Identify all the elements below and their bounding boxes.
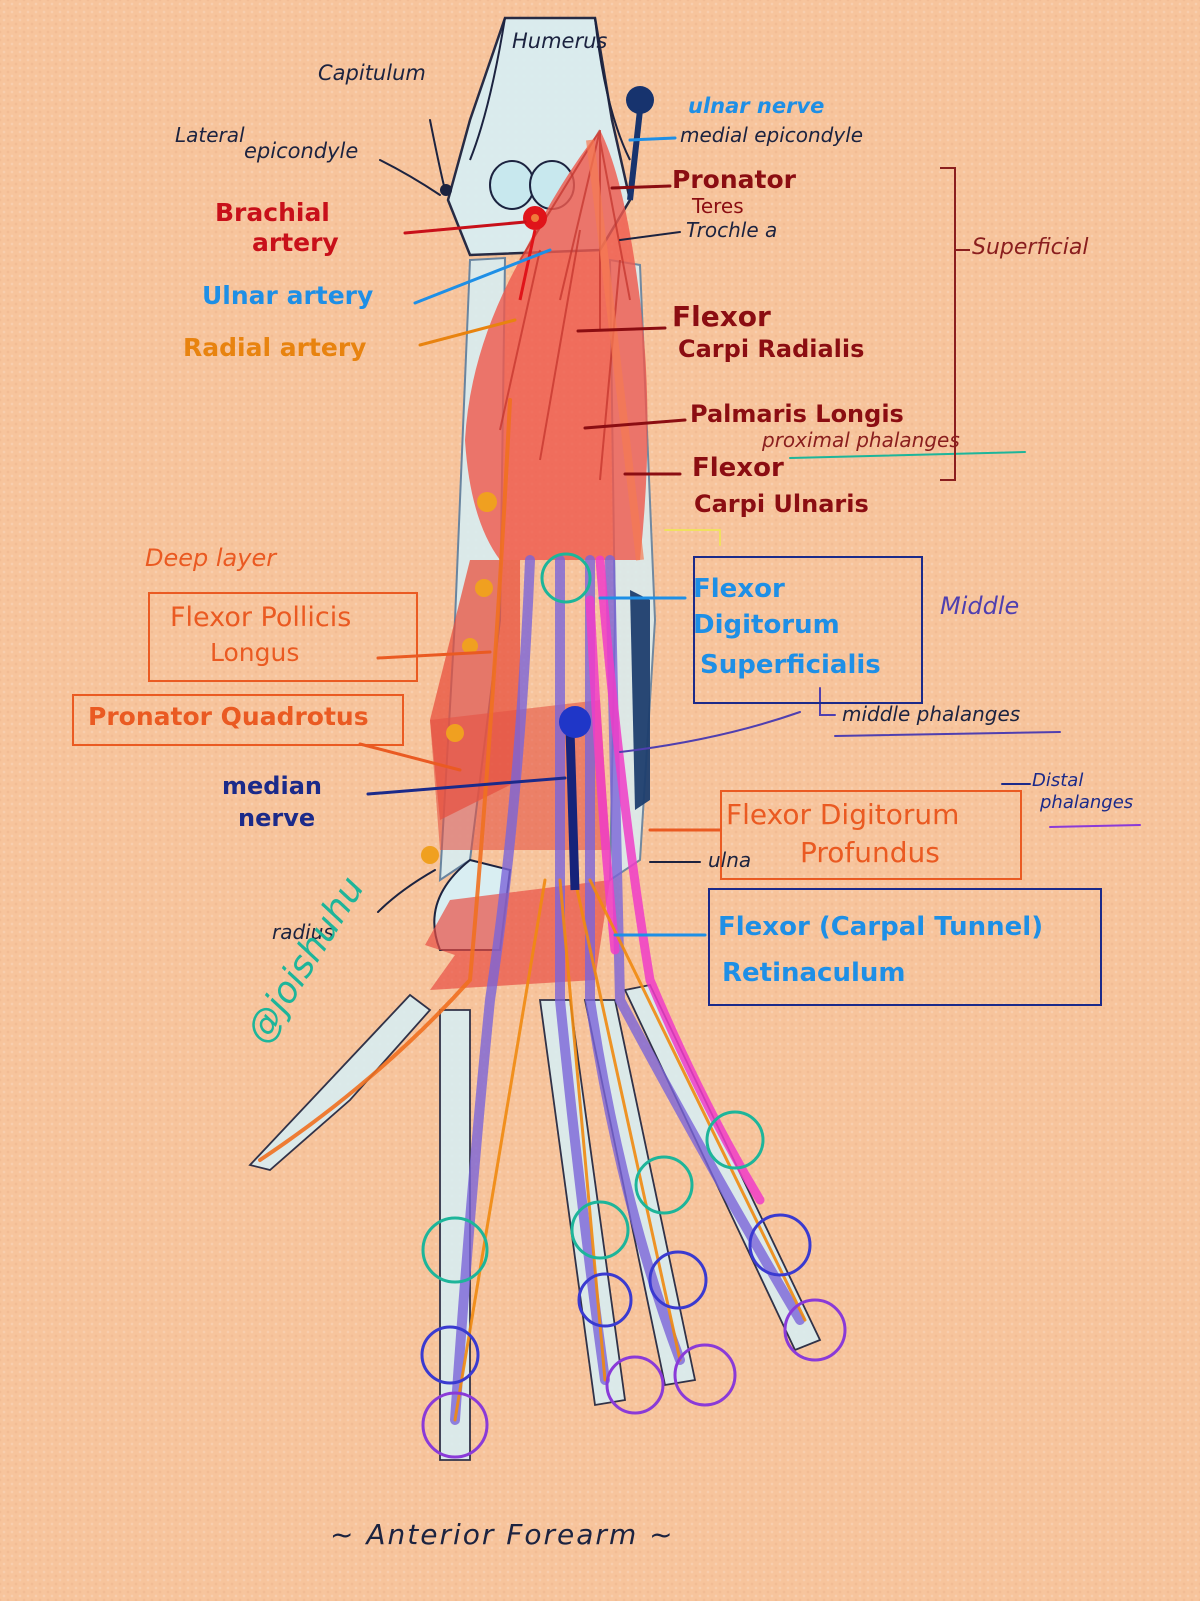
- label-ulna: ulna: [708, 848, 752, 872]
- label-pronator: Pronator: [672, 165, 796, 194]
- label-flexor-pollicis: Flexor Pollicis: [170, 602, 352, 633]
- label-flexor-carpi-radialis-2: Carpi Radialis: [678, 335, 865, 363]
- decorative-flowers: [421, 492, 497, 864]
- retinaculum-box: [708, 888, 1102, 1006]
- brachial-artery-mark: [518, 206, 547, 301]
- label-lateral: Lateral: [175, 123, 245, 147]
- label-proximal-phalanges: proximal phalanges: [762, 428, 960, 452]
- label-nerve: nerve: [238, 804, 316, 832]
- flexor-pollicis-box: [148, 592, 418, 682]
- label-flexor-carpi-ulnaris-2: Carpi Ulnaris: [694, 490, 869, 518]
- fds-box: [693, 556, 923, 704]
- label-capitulum: Capitulum: [318, 61, 426, 85]
- fdp-box: [720, 790, 1022, 880]
- label-retinaculum-2: Retinaculum: [722, 958, 906, 988]
- label-fds-2: Digitorum: [693, 610, 840, 640]
- label-median: median: [222, 772, 322, 800]
- ulnar-nerve: [626, 86, 654, 201]
- label-middle: Middle: [940, 592, 1020, 620]
- median-nerve: [559, 706, 591, 891]
- label-pronator-quadrotus: Pronator Quadrotus: [88, 702, 369, 731]
- leader-lines: [358, 119, 1141, 937]
- label-longus: Longus: [210, 638, 300, 667]
- label-radius: radius: [272, 920, 334, 944]
- label-fds-3: Superficialis: [700, 650, 881, 680]
- label-retinaculum-1: Flexor (Carpal Tunnel): [718, 912, 1044, 942]
- label-humerus: Humerus: [512, 29, 608, 53]
- joint-circles: [420, 552, 847, 1459]
- caption: ~ Anterior Forearm ~: [330, 1518, 675, 1551]
- label-superficial: Superficial: [972, 235, 1089, 260]
- label-flexor-carpi-radialis-1: Flexor: [672, 300, 771, 333]
- label-distal-phalanges: phalanges: [1040, 792, 1134, 813]
- label-brachial: Brachial: [215, 198, 330, 227]
- label-palmaris-longis: Palmaris Longis: [690, 400, 904, 428]
- label-distal: Distal: [1032, 770, 1084, 791]
- hand-bones: [248, 983, 822, 1461]
- pronator-quadrotus-box: [72, 694, 404, 746]
- label-ulnar-artery: Ulnar artery: [202, 281, 374, 310]
- label-radial-artery: Radial artery: [183, 333, 367, 362]
- label-flexor-carpi-ulnaris-1: Flexor: [692, 453, 784, 483]
- label-ulnar-nerve: ulnar nerve: [688, 94, 825, 118]
- label-epicondyle: epicondyle: [244, 139, 359, 163]
- label-middle-phalanges: middle phalanges: [842, 702, 1021, 726]
- superficial-bracket: [940, 167, 970, 481]
- label-fds-1: Flexor: [693, 574, 785, 604]
- label-trochlea: Trochle a: [686, 218, 778, 242]
- label-fdp-1: Flexor Digitorum: [726, 798, 960, 831]
- label-deep-layer: Deep layer: [145, 544, 277, 572]
- label-teres: Teres: [692, 194, 744, 218]
- superficial-muscles: [465, 129, 648, 561]
- label-fdp-2: Profundus: [800, 836, 940, 869]
- label-artery: artery: [252, 228, 339, 257]
- label-medial-epicondyle: medial epicondyle: [680, 123, 864, 147]
